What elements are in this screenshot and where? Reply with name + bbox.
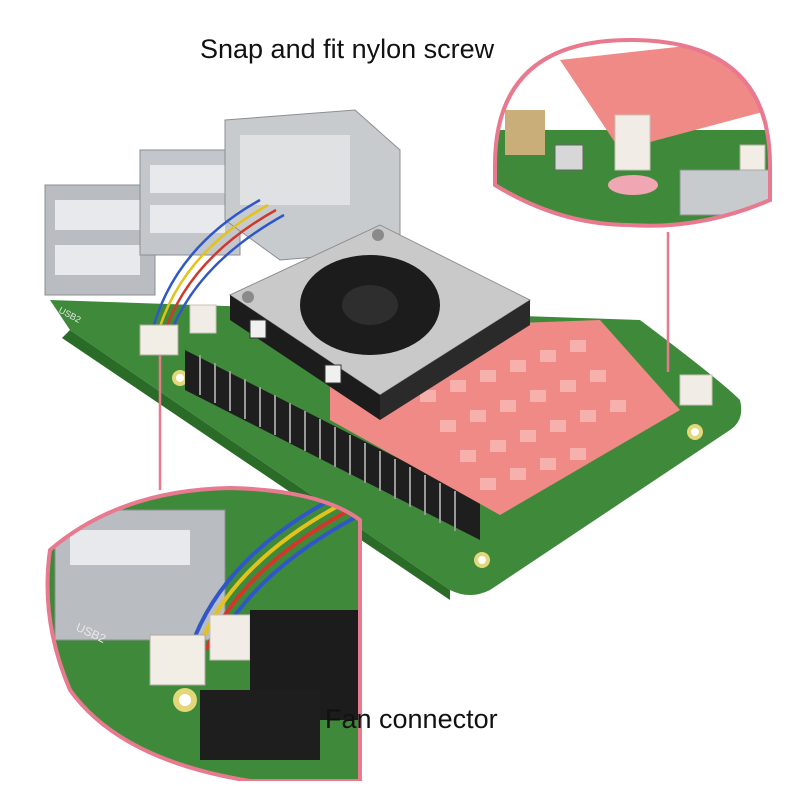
nylon-screw-right xyxy=(679,374,713,406)
usb-ports xyxy=(44,149,241,296)
nylon-screw xyxy=(189,304,217,334)
fan-connector xyxy=(139,324,179,356)
caption-nylon-screw: Snap and fit nylon screw xyxy=(200,34,495,64)
gpio-header xyxy=(185,350,480,540)
callout-top-zoom xyxy=(493,37,772,228)
cooling-fan xyxy=(228,224,532,420)
callout-bottom-zoom: USB2 xyxy=(45,485,362,783)
caption-fan-connector: Fan connector xyxy=(325,704,498,734)
fan-wires xyxy=(148,198,285,341)
